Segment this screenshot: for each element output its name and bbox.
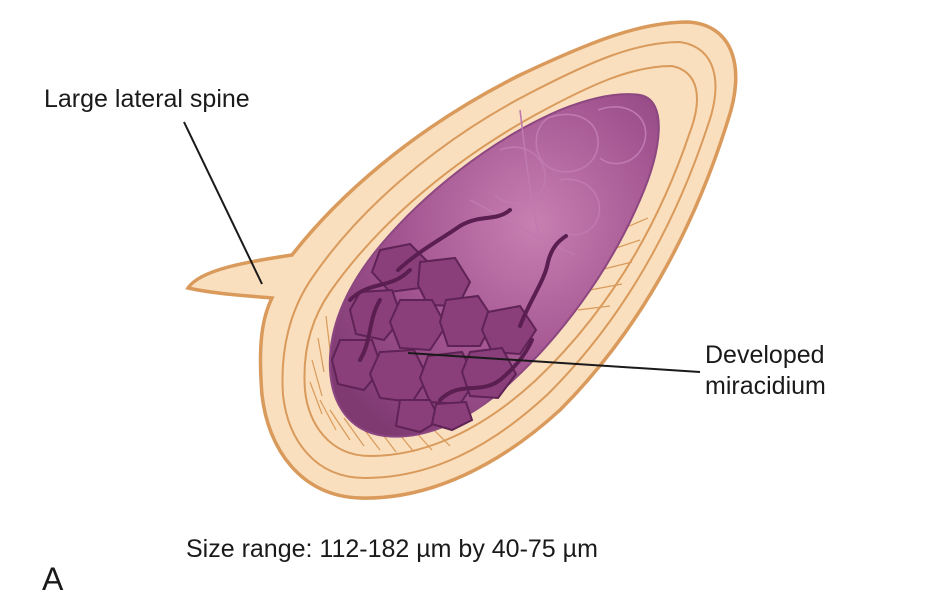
miracidium-threads xyxy=(348,208,568,402)
miracidium-cells-upper xyxy=(469,106,647,256)
spine-leader-line xyxy=(183,121,263,285)
size-range-caption: Size range: 112-182 µm by 40-75 µm xyxy=(186,535,598,563)
panel-letter: A xyxy=(42,561,64,597)
shell-layer-line xyxy=(303,64,698,458)
label-developed-miracidium: Developed miracidium xyxy=(705,340,826,402)
miracidium-leader-line xyxy=(407,352,701,373)
shell-layer-line xyxy=(281,40,717,480)
label-miracidium-line2: miracidium xyxy=(705,372,826,400)
label-large-lateral-spine: Large lateral spine xyxy=(44,85,250,113)
miracidium-cell-cluster xyxy=(330,242,538,434)
label-miracidium-line1: Developed xyxy=(705,341,825,369)
